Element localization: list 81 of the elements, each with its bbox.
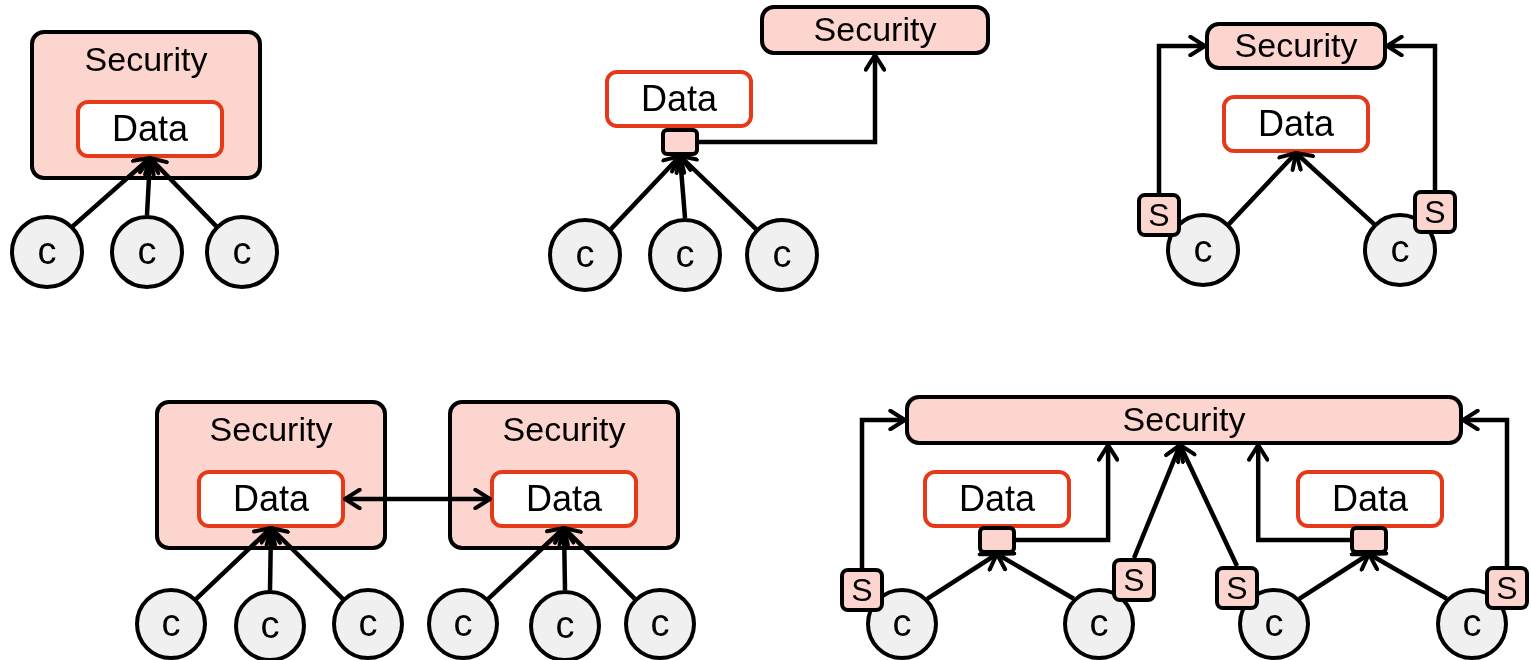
box-label: c <box>160 602 182 645</box>
box-label: c <box>674 233 696 276</box>
client-circle <box>332 588 404 660</box>
client-circle <box>624 588 696 660</box>
arrow <box>859 408 907 568</box>
box-label: c <box>649 602 671 645</box>
arrow <box>1156 34 1207 193</box>
arrow <box>1176 443 1240 567</box>
box-label: c <box>574 233 596 276</box>
data-box <box>1222 95 1370 153</box>
box-label: c <box>1263 602 1285 645</box>
box-label: Security <box>208 410 334 449</box>
arrow <box>148 156 218 228</box>
box-label: c <box>452 602 474 645</box>
box-label: c <box>554 604 576 647</box>
box-label: Data <box>1330 478 1409 520</box>
security-box <box>1205 22 1387 70</box>
arrow <box>1227 151 1298 226</box>
data-box <box>490 470 638 528</box>
s-box <box>1413 190 1457 234</box>
s-box <box>1215 566 1259 610</box>
box-label: S <box>1225 570 1249 607</box>
box-label: S <box>1423 194 1447 231</box>
data-box <box>923 470 1071 528</box>
box-label: Security <box>1121 400 1247 439</box>
box-label: c <box>1192 228 1214 271</box>
arrow <box>1461 408 1510 566</box>
box-label: c <box>259 604 281 647</box>
box-label: Data <box>1256 103 1335 145</box>
box-label: Data <box>231 478 310 520</box>
s-box <box>840 568 884 612</box>
box-label: S <box>1147 197 1171 234</box>
s-box <box>1137 193 1181 237</box>
box-label: Data <box>524 478 603 520</box>
arrow <box>1298 552 1371 601</box>
security-box <box>760 5 990 55</box>
arrow <box>926 552 999 601</box>
arrow <box>1367 551 1448 601</box>
s-box <box>1112 558 1156 602</box>
arrow <box>699 53 887 145</box>
box-label: c <box>136 230 158 273</box>
box-label: c <box>1389 228 1411 271</box>
box-label: c <box>357 602 379 645</box>
box-label: c <box>1461 602 1483 645</box>
security-box <box>448 400 680 550</box>
junction-box <box>978 526 1016 554</box>
s-box <box>1485 566 1529 610</box>
arrow <box>1385 34 1438 190</box>
junction-box <box>661 128 699 156</box>
box-label: Security <box>812 10 938 49</box>
data-box <box>197 470 345 528</box>
junction-box <box>1350 526 1388 554</box>
box-label: Data <box>639 78 718 120</box>
client-circle <box>135 588 207 660</box>
box-label: c <box>891 602 913 645</box>
arrow <box>343 487 492 511</box>
box-label: S <box>1495 570 1519 607</box>
box-label: Security <box>83 40 209 79</box>
box-label: S <box>1122 562 1146 599</box>
data-box <box>76 100 224 158</box>
box-label: Data <box>957 478 1036 520</box>
data-box <box>1296 470 1444 528</box>
data-box <box>605 70 753 128</box>
arrow <box>1016 443 1120 543</box>
arrow <box>1131 443 1186 559</box>
box-label: c <box>231 230 253 273</box>
arrow <box>995 551 1075 601</box>
box-label: Security <box>501 410 627 449</box>
client-circle <box>427 588 499 660</box>
arrow <box>1247 443 1350 543</box>
box-label: c <box>771 233 793 276</box>
arrow <box>609 154 682 231</box>
security-box <box>905 395 1463 445</box>
box-label: c <box>1088 602 1110 645</box>
box-label: Security <box>1233 26 1359 65</box>
security-box <box>30 30 262 180</box>
arrow <box>1294 151 1376 226</box>
box-label: c <box>36 230 58 273</box>
security-box <box>155 400 387 550</box>
box-label: S <box>850 572 874 609</box>
box-label: Data <box>110 108 189 150</box>
